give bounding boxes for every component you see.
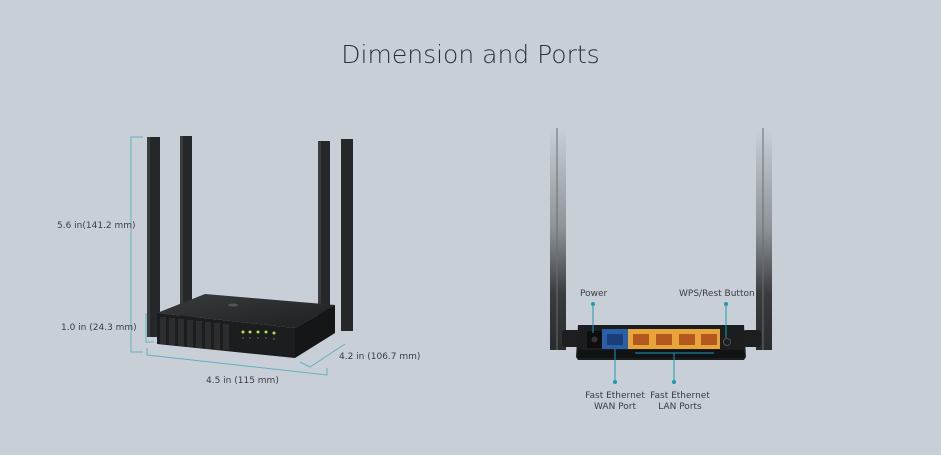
depth-label: 4.2 in (106.7 mm) [339,352,421,362]
lan-ports-label-line2: LAN Ports [658,402,702,412]
height-bracket [130,136,143,353]
lan-ports-label: Fast Ethernet LAN Ports [643,391,717,413]
depth-bracket [299,343,346,368]
wan-port-label: Fast Ethernet WAN Port [578,391,652,413]
antenna-4 [341,139,353,331]
power-label: Power [580,289,608,299]
wps-button [723,338,731,346]
width-bracket [146,348,328,376]
antennas-front [147,136,353,337]
height-body-label: 1.0 in (24.3 mm) [61,323,137,333]
status-leds [241,330,276,335]
page-title: Dimension and Ports [341,40,600,69]
antenna-1 [147,137,160,337]
wan-port-label-line1: Fast Ethernet [585,391,645,401]
lan-ports [628,329,720,349]
wps-reset-label: WPS/Rest Button [679,289,755,299]
dimension-lines [130,136,346,376]
router-body-front [157,294,335,358]
width-label: 4.5 in (115 mm) [206,376,279,386]
wan-port-label-line2: WAN Port [594,402,636,412]
height-total-label: 5.6 in(141.2 mm) [57,221,136,231]
callout-lines [591,302,728,384]
lan-ports-label-line1: Fast Ethernet [650,391,710,401]
router-rear-illustration [550,128,772,360]
